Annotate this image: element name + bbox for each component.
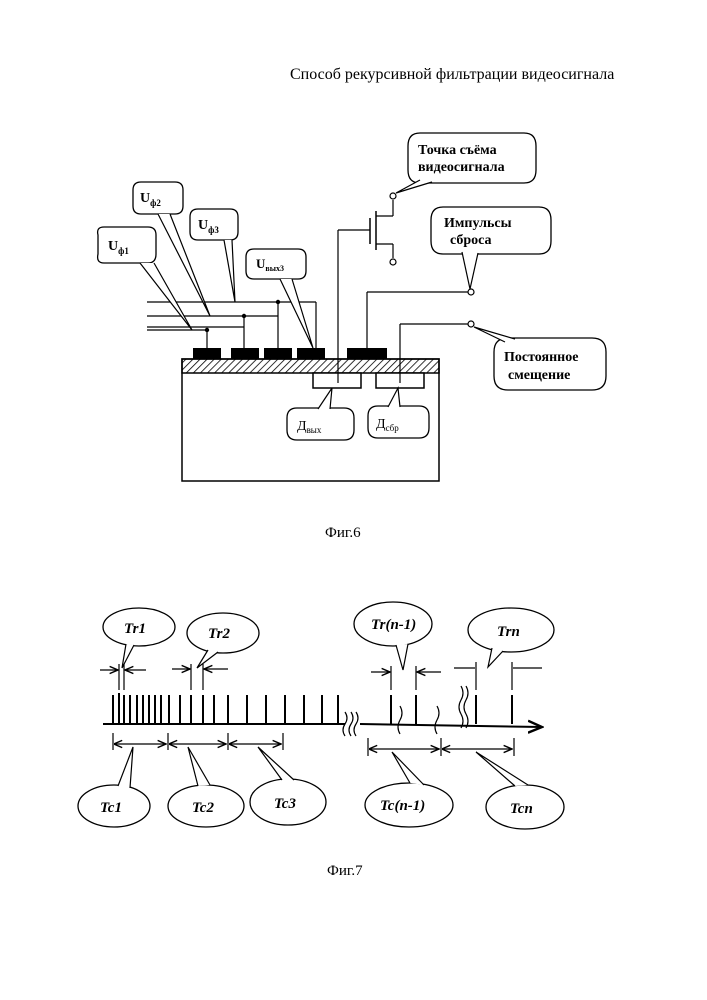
label-tc1: Tc1: [100, 800, 122, 816]
label-d-out: Д: [297, 419, 307, 434]
label-uvyx3-sub: вых3: [265, 264, 284, 273]
label-uf1-sub: ф1: [118, 246, 129, 256]
callout-tr1: Tr1: [103, 608, 175, 668]
pulse-train: [113, 693, 512, 724]
label-output-point-1: Точка съёма: [418, 143, 497, 158]
electrode-3: [264, 348, 292, 359]
label-uf2: U: [140, 191, 150, 206]
callout-tc2: Tc2: [168, 747, 244, 827]
label-bias-1: Постоянное: [504, 350, 578, 365]
electrode-1: [193, 348, 221, 359]
electrode-reset: [347, 348, 387, 359]
callout-reset-pulses: Импульсы сброса: [431, 207, 551, 289]
label-uf1: U: [108, 239, 118, 254]
tr-dimensions: [100, 662, 542, 690]
label-uf2-sub: ф2: [150, 198, 161, 208]
electrode-output: [297, 348, 325, 359]
label-trn: Trn: [497, 624, 520, 640]
label-reset-2: сброса: [450, 233, 492, 248]
label-tcn1: Tc(n-1): [380, 798, 425, 814]
label-tr2: Tr2: [208, 626, 230, 642]
label-d-reset: Д: [376, 417, 386, 432]
callout-tcn1: Tc(n-1): [365, 752, 453, 827]
callout-bias: Постоянное смещение: [474, 327, 606, 390]
callout-trn1: Tr(n-1): [354, 602, 432, 670]
callout-tc3: Tc3: [250, 747, 326, 825]
tc-dimensions: [113, 733, 514, 756]
label-output-point-2: видеосигнала: [418, 160, 505, 175]
fig6-diagram: Uф1 Uф2 Uф3 Uвых3 Точка съёма видеосигна…: [98, 133, 606, 481]
callout-output-point: Точка съёма видеосигнала: [396, 133, 536, 193]
diffusion-output: [313, 373, 361, 388]
label-d-out-sub: вых: [307, 425, 322, 435]
label-bias-2: смещение: [508, 368, 570, 383]
callout-uvyx3: Uвых3: [246, 249, 313, 348]
callout-tc1: Tc1: [78, 747, 150, 827]
label-d-reset-sub: сбр: [386, 423, 400, 433]
callout-tr2: Tr2: [187, 613, 259, 668]
callout-trn: Trn: [468, 608, 554, 667]
label-uf3-sub: ф3: [208, 225, 219, 235]
label-trn1: Tr(n-1): [371, 617, 416, 633]
label-reset-1: Импульсы: [444, 216, 512, 231]
fig7-caption: Фиг.7: [327, 863, 363, 880]
callout-tcn: Tcn: [476, 752, 564, 829]
label-tc2: Tc2: [192, 800, 214, 816]
fig7-diagram: Tr1 Tr2 Tr(n-1) Trn Tc1 Tc2: [78, 602, 564, 829]
label-tcn: Tcn: [510, 801, 533, 817]
label-tr1: Tr1: [124, 621, 146, 637]
fig6-caption: Фиг.6: [325, 525, 361, 542]
electrode-2: [231, 348, 259, 359]
label-uf3: U: [198, 218, 208, 233]
label-tc3: Tc3: [274, 796, 296, 812]
